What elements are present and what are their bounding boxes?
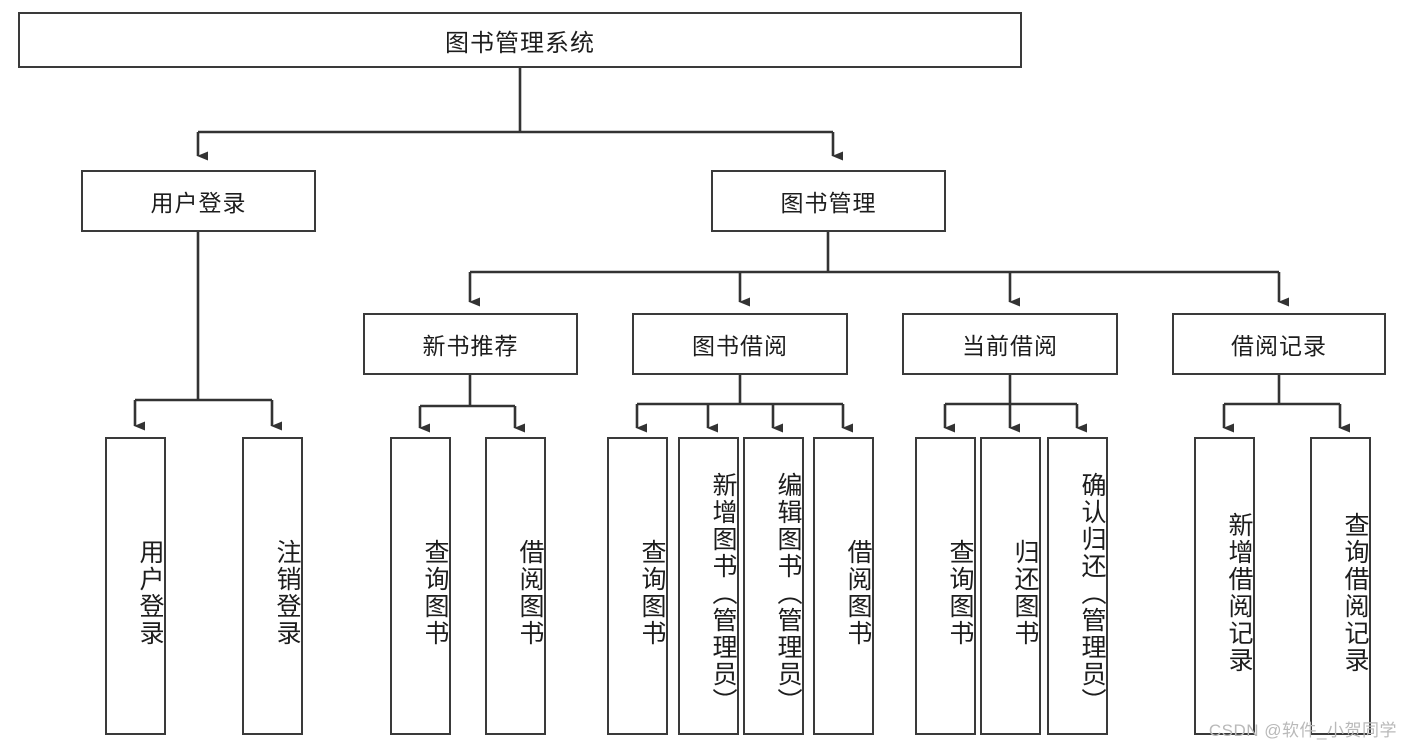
node-leaf-query-book-3[interactable]: 查询图书: [915, 437, 976, 735]
node-new-book-rec[interactable]: 新书推荐: [363, 313, 578, 375]
node-leaf-logout-label: 注销登录: [273, 539, 301, 647]
node-leaf-borrow-book-2-label: 借阅图书: [844, 539, 872, 647]
node-new-book-rec-label: 新书推荐: [422, 333, 519, 359]
node-user-login-label: 用户登录: [150, 190, 247, 216]
node-leaf-query-book-2-label: 查询图书: [638, 539, 666, 647]
node-leaf-edit-book[interactable]: 编辑图书（管理员）: [743, 437, 804, 735]
node-current-borrow[interactable]: 当前借阅: [902, 313, 1118, 375]
node-leaf-query-book-1-label: 查询图书: [421, 539, 449, 647]
node-leaf-user-login[interactable]: 用户登录: [105, 437, 166, 735]
node-book-manage[interactable]: 图书管理: [711, 170, 946, 232]
node-root-label: 图书管理系统: [445, 29, 595, 57]
node-leaf-logout[interactable]: 注销登录: [242, 437, 303, 735]
node-leaf-add-book[interactable]: 新增图书（管理员）: [678, 437, 739, 735]
node-leaf-query-record[interactable]: 查询借阅记录: [1310, 437, 1371, 735]
node-leaf-query-book-1[interactable]: 查询图书: [390, 437, 451, 735]
node-user-login[interactable]: 用户登录: [81, 170, 316, 232]
node-book-borrow[interactable]: 图书借阅: [632, 313, 848, 375]
node-leaf-borrow-book-1-label: 借阅图书: [516, 539, 544, 647]
node-root-system[interactable]: 图书管理系统: [18, 12, 1022, 68]
node-leaf-return-book-label: 归还图书: [1011, 539, 1039, 647]
node-leaf-query-book-3-label: 查询图书: [946, 539, 974, 647]
node-leaf-borrow-book-2[interactable]: 借阅图书: [813, 437, 874, 735]
watermark-text: CSDN @软件_小贺同学: [1208, 721, 1397, 740]
node-leaf-add-record-label: 新增借阅记录: [1225, 512, 1253, 674]
node-leaf-query-record-label: 查询借阅记录: [1341, 512, 1369, 674]
node-leaf-add-record[interactable]: 新增借阅记录: [1194, 437, 1255, 735]
node-leaf-query-book-2[interactable]: 查询图书: [607, 437, 668, 735]
node-current-borrow-label: 当前借阅: [962, 333, 1058, 359]
node-leaf-confirm-return[interactable]: 确认归还（管理员）: [1047, 437, 1108, 735]
node-leaf-add-book-label: 新增图书（管理员）: [709, 471, 737, 715]
node-book-manage-label: 图书管理: [780, 190, 877, 216]
node-leaf-return-book[interactable]: 归还图书: [980, 437, 1041, 735]
node-leaf-borrow-book-1[interactable]: 借阅图书: [485, 437, 546, 735]
node-leaf-user-login-label: 用户登录: [136, 539, 164, 647]
node-leaf-edit-book-label: 编辑图书（管理员）: [774, 471, 802, 715]
node-book-borrow-label: 图书借阅: [692, 333, 788, 359]
node-borrow-record[interactable]: 借阅记录: [1172, 313, 1386, 375]
node-borrow-record-label: 借阅记录: [1231, 333, 1327, 359]
node-leaf-confirm-return-label: 确认归还（管理员）: [1078, 471, 1106, 715]
